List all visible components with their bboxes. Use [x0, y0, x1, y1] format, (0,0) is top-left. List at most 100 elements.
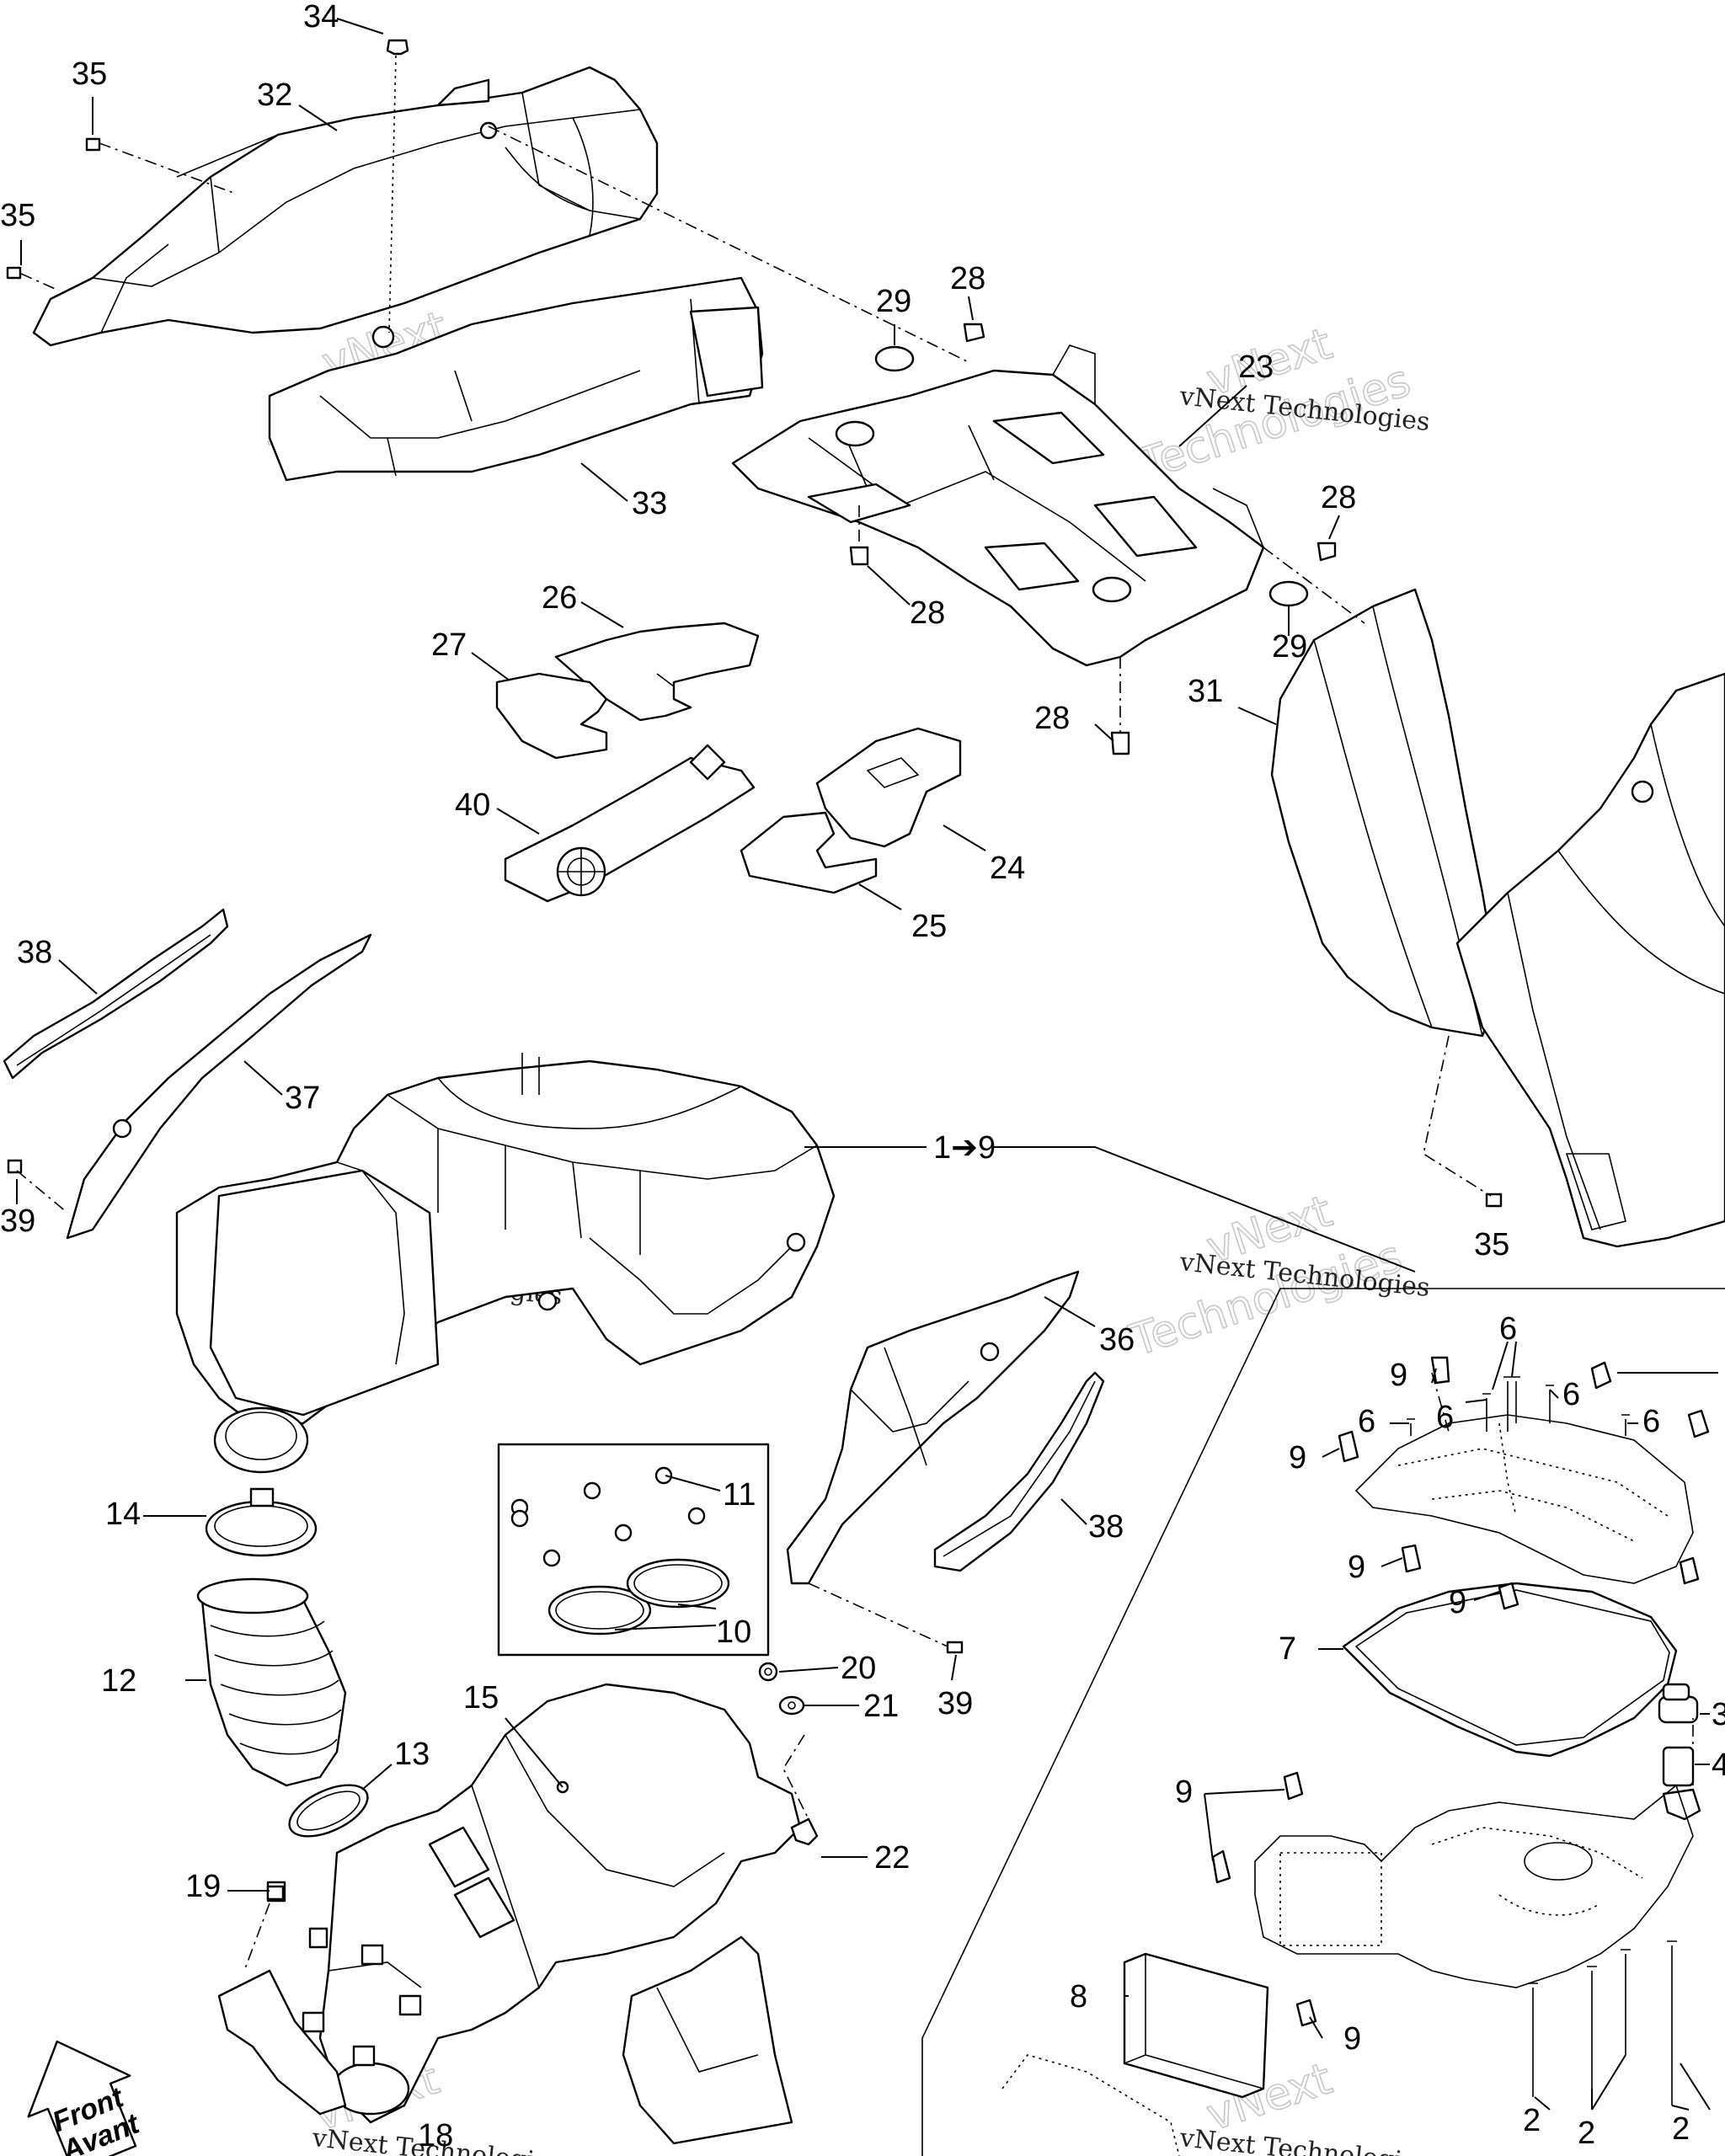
part-6-screws: [1407, 1376, 1630, 1436]
part-2-bolts: [1528, 1940, 1677, 2105]
callout-27: 27: [431, 627, 467, 663]
callout-11: 11: [723, 1477, 756, 1513]
callout-9: 9: [1348, 1550, 1365, 1585]
part-23-deflector-plate: [731, 344, 1265, 667]
part-25-foam: [740, 811, 878, 894]
inset-bottom-partial: [1001, 2054, 1180, 2156]
callout-39: 39: [0, 1203, 35, 1239]
callout-29: 29: [876, 284, 911, 319]
part-14-clamp: [205, 1487, 318, 1557]
front-direction-arrow: Front Avant: [27, 2040, 145, 2156]
callout-8: 8: [1070, 1979, 1087, 2015]
fasteners: [6, 39, 1503, 1901]
callout-12: 12: [101, 1663, 136, 1699]
callout-9: 9: [1449, 1585, 1466, 1620]
callout-20: 20: [841, 1651, 876, 1686]
part-24-foam: [815, 727, 962, 848]
inset-lower-airbox: [1254, 1784, 1694, 1988]
part-13-clamp: [288, 1784, 369, 1838]
part-15-silencer: [318, 1683, 802, 2124]
callout-24: 24: [990, 851, 1025, 886]
callout-25: 25: [911, 909, 947, 944]
callout-19: 19: [185, 1869, 221, 1904]
callout-18: 18: [418, 2118, 453, 2153]
callout-32: 32: [257, 77, 292, 113]
inset-airbox-cover: [1354, 1414, 1694, 1584]
callout-38: 38: [17, 935, 52, 970]
callout-21: 21: [863, 1689, 899, 1724]
callout-22: 22: [874, 1840, 910, 1876]
callout-13: 13: [394, 1737, 430, 1772]
alignment-line: [16, 1170, 68, 1214]
part-9-clips: [1211, 1356, 1710, 2027]
leader-lines: [16, 18, 1718, 2111]
callout-35: 35: [1474, 1227, 1509, 1262]
callout-28: 28: [1321, 480, 1356, 515]
callout-10: 10: [716, 1614, 751, 1650]
part-33-lower-duct: [268, 276, 764, 482]
callout-9: 9: [1390, 1358, 1407, 1393]
callout-33: 33: [632, 486, 667, 521]
alignment-line: [488, 125, 969, 363]
alignment-line: [243, 1903, 270, 1972]
callout-15: 15: [463, 1680, 499, 1716]
part-37-bracket: [66, 933, 372, 1240]
alignment-line: [99, 142, 237, 195]
callout-26: 26: [542, 580, 577, 616]
callout-28: 28: [1034, 701, 1070, 736]
part-4-sensor: [1662, 1746, 1701, 1821]
inset-divider: [921, 1288, 1725, 2156]
watermark-text: vNext Technologies: [1178, 2123, 1431, 2156]
part-32-upper-duct: [32, 66, 659, 349]
callout-1-9: 1➔9: [933, 1130, 996, 1166]
callout-35: 35: [72, 56, 107, 92]
callout-4: 4: [1712, 1748, 1725, 1783]
alignment-line: [782, 1734, 809, 1820]
part-lhs-panel-right: [1455, 672, 1725, 1248]
callout-6: 6: [1562, 1377, 1580, 1412]
callout-28: 28: [910, 595, 945, 631]
part-22-clip: [790, 1817, 819, 1846]
callout-6: 6: [1642, 1404, 1660, 1439]
callout-38: 38: [1088, 1509, 1124, 1545]
part-8-filter: [1123, 1952, 1269, 2099]
part-7-gasket: [1342, 1582, 1678, 1758]
callout-9: 9: [1289, 1440, 1306, 1476]
part-20-washer: [758, 1662, 778, 1682]
part-3-grommet: [1658, 1683, 1699, 1724]
part-12-bellows-hose: [196, 1577, 347, 1787]
callout-2: 2: [1523, 2103, 1541, 2138]
callout-7: 7: [1279, 1631, 1296, 1667]
callout-2: 2: [1578, 2116, 1595, 2151]
part-airbox-assembly: [175, 1053, 836, 1474]
callout-28: 28: [950, 261, 985, 296]
callout-29: 29: [1272, 629, 1307, 664]
part-38-seal-left: [3, 908, 229, 1080]
alignment-line: [20, 273, 60, 291]
callout-2: 2: [1672, 2111, 1690, 2147]
part-lower-panel: [622, 1935, 793, 2145]
callout-35: 35: [0, 198, 35, 233]
callout-39: 39: [937, 1686, 973, 1721]
alignment-line: [388, 55, 397, 334]
callout-40: 40: [455, 787, 490, 823]
callout-3: 3: [1712, 1697, 1725, 1732]
callout-9: 9: [1175, 1774, 1193, 1810]
part-26-foam: [554, 622, 760, 722]
callout-6: 6: [1358, 1404, 1375, 1439]
part-18-bracket: [217, 1881, 422, 2116]
callout-37: 37: [285, 1081, 320, 1116]
part-38-seal-right: [933, 1371, 1105, 1572]
callout-31: 31: [1188, 674, 1223, 709]
callout-14: 14: [105, 1497, 141, 1532]
alignment-line: [808, 1582, 948, 1647]
kit-box-10-11: [497, 1443, 770, 1657]
part-drawings: [3, 39, 1725, 2156]
callout-6: 6: [1499, 1311, 1517, 1347]
part-21-grommet: [778, 1695, 805, 1716]
part-36-lhs-panel: [786, 1270, 1080, 1585]
callout-9: 9: [1343, 2021, 1361, 2057]
callout-36: 36: [1099, 1322, 1135, 1358]
